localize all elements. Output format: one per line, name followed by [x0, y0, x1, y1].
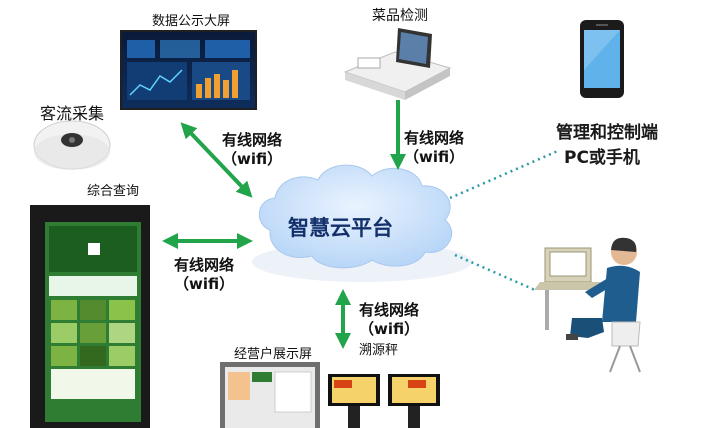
cloud-platform [258, 164, 453, 269]
link-bottom-line1: 有线网络 [359, 301, 420, 319]
big-screen-label: 数据公示大屏 [152, 14, 231, 29]
link-top-mid-line2: （wifi） [404, 148, 465, 166]
query-label: 综合查询 [87, 184, 140, 199]
control-label: 管理和控制端 PC或手机 [556, 118, 658, 168]
link-left-line2: （wifi） [174, 275, 235, 293]
big-screen-image [120, 30, 257, 110]
link-top-left-line1: 有线网络 [222, 131, 283, 149]
dotted-link-lower [454, 253, 536, 292]
vendor-screen-image [220, 362, 320, 428]
link-label-top-mid: 有线网络 （wifi） [404, 129, 464, 167]
traffic-sensor-image [33, 120, 111, 170]
veg-test-device-image [343, 28, 452, 100]
link-label-left: 有线网络 （wifi） [174, 256, 234, 294]
vendor-screen-label: 经营户展示屏 [234, 347, 313, 362]
kiosk-image [30, 205, 150, 428]
link-bottom-line2: （wifi） [359, 320, 420, 338]
trace-scale-image [328, 374, 440, 428]
link-top-left-line2: （wifi） [222, 150, 283, 168]
link-left-line1: 有线网络 [174, 256, 235, 274]
scale-label: 溯源秤 [359, 343, 399, 358]
operator-image [534, 237, 641, 373]
phone-image [580, 20, 624, 98]
cloud-label: 智慧云平台 [288, 216, 393, 240]
arrow-top-left [180, 122, 253, 198]
link-label-top-left: 有线网络 （wifi） [222, 131, 282, 169]
traffic-label: 客流采集 [40, 104, 105, 123]
control-label-line2: PC或手机 [564, 148, 640, 168]
control-label-line1: 管理和控制端 [556, 123, 658, 143]
link-top-mid-line1: 有线网络 [404, 129, 465, 147]
link-label-bottom: 有线网络 （wifi） [359, 301, 419, 339]
veg-test-label: 菜品检测 [372, 8, 428, 24]
dotted-link-upper [449, 148, 561, 200]
